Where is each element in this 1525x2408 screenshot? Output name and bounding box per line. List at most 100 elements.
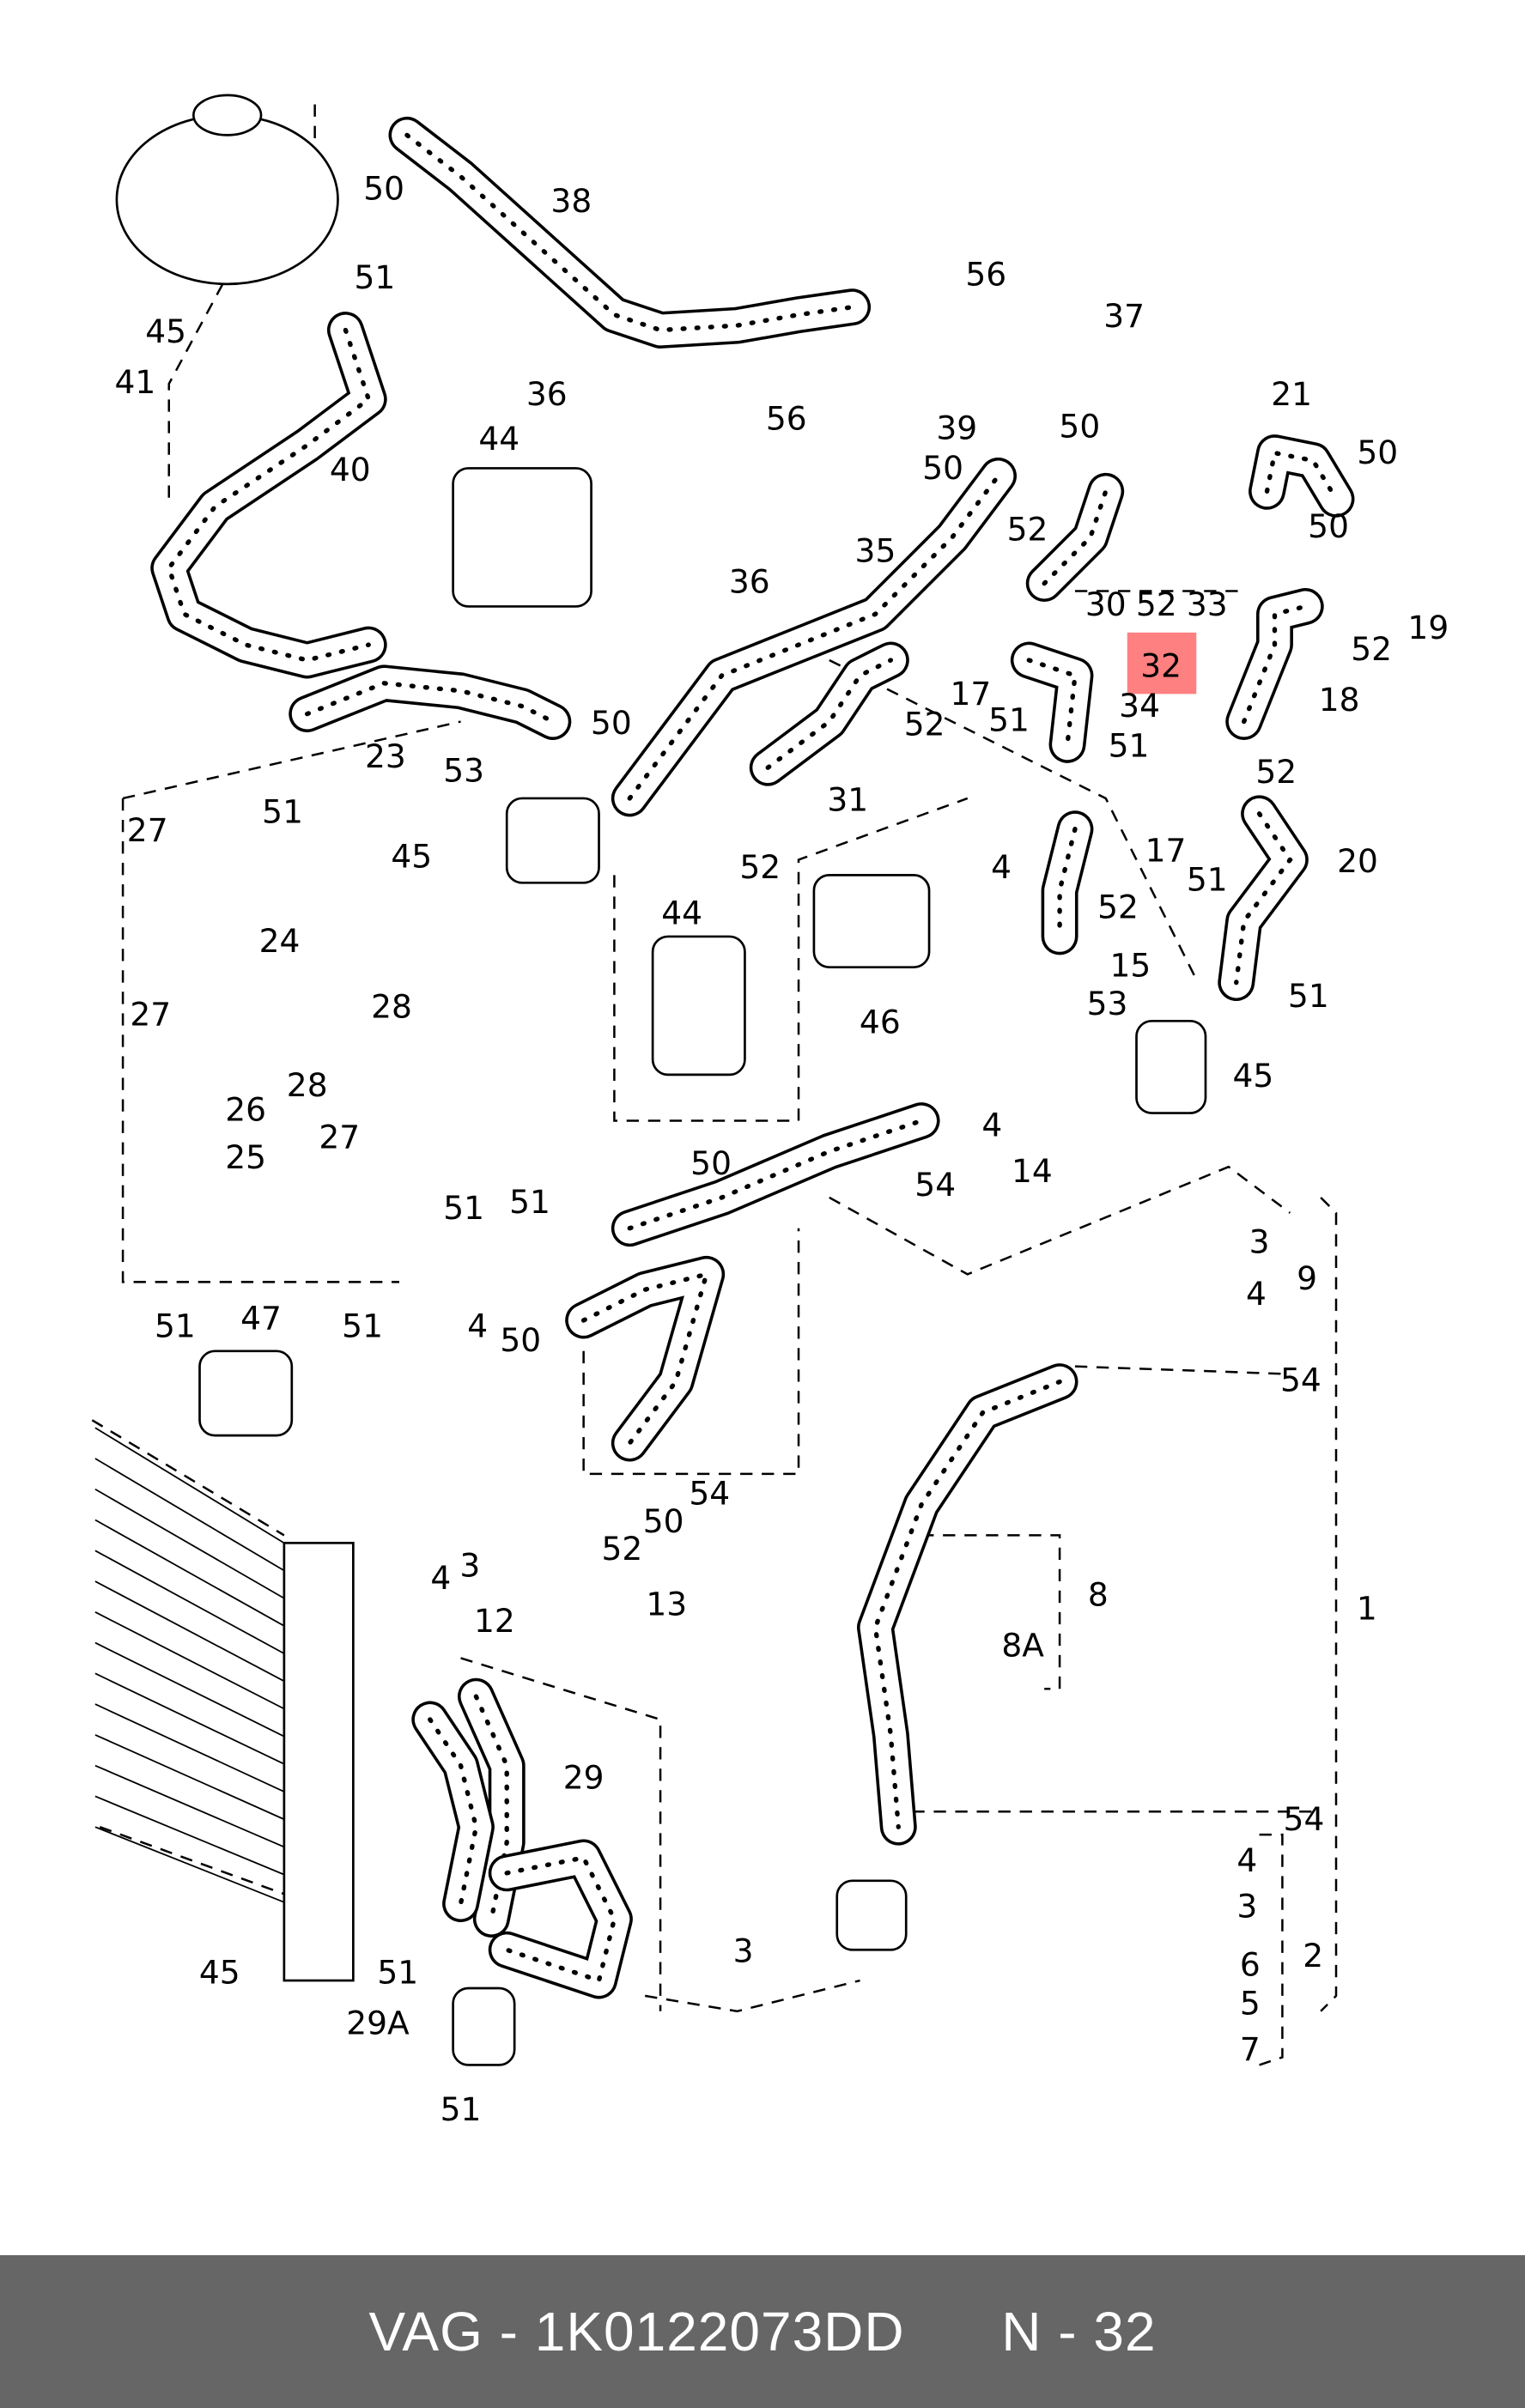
callout-4: 4 bbox=[1246, 1275, 1267, 1313]
callout-3: 3 bbox=[1236, 1888, 1257, 1926]
callout-5: 5 bbox=[1240, 1984, 1261, 2022]
callout-50: 50 bbox=[690, 1144, 732, 1182]
coolant-hose bbox=[856, 1363, 1078, 1846]
callout-4: 4 bbox=[1236, 1841, 1257, 1879]
callout-26: 26 bbox=[225, 1091, 266, 1129]
callout-27: 27 bbox=[130, 996, 171, 1034]
coolant-hose bbox=[1025, 472, 1125, 603]
callout-56: 56 bbox=[766, 400, 807, 438]
callout-27: 27 bbox=[319, 1119, 360, 1156]
callout-12: 12 bbox=[474, 1602, 515, 1640]
callout-52: 52 bbox=[739, 848, 781, 886]
separator: - bbox=[499, 2301, 519, 2363]
leader-line bbox=[644, 1979, 860, 2013]
callout-23: 23 bbox=[365, 737, 406, 775]
coolant-hose bbox=[611, 1102, 940, 1247]
coolant-hose bbox=[1225, 587, 1324, 741]
callout-14: 14 bbox=[1012, 1152, 1053, 1190]
callout-9: 9 bbox=[1297, 1259, 1317, 1297]
leader-line bbox=[122, 720, 461, 800]
callout-50: 50 bbox=[1308, 507, 1349, 545]
callout-51: 51 bbox=[262, 793, 303, 831]
position-label: N bbox=[1001, 2301, 1042, 2363]
callout-28: 28 bbox=[371, 988, 412, 1026]
coolant-hose bbox=[388, 116, 872, 349]
callout-50: 50 bbox=[922, 449, 963, 487]
callout-19: 19 bbox=[1407, 609, 1449, 646]
callout-18: 18 bbox=[1319, 681, 1360, 719]
callout-51: 51 bbox=[440, 2090, 482, 2128]
leader-line bbox=[121, 798, 400, 1283]
leader-line bbox=[1320, 1197, 1338, 2012]
leader-line bbox=[921, 1534, 1061, 1690]
callout-52: 52 bbox=[1255, 753, 1297, 791]
callout-36: 36 bbox=[729, 562, 770, 600]
callout-52: 52 bbox=[601, 1530, 642, 1568]
leader-line bbox=[1074, 1365, 1291, 1375]
callout-51: 51 bbox=[355, 258, 396, 296]
throttle-housing bbox=[651, 935, 746, 1077]
callout-47: 47 bbox=[240, 1300, 282, 1337]
callout-51: 51 bbox=[342, 1307, 383, 1345]
callout-51: 51 bbox=[377, 1954, 418, 1992]
brand-label: VAG bbox=[368, 2301, 483, 2363]
coolant-hose bbox=[749, 641, 909, 786]
callout-38: 38 bbox=[550, 182, 592, 220]
callout-54: 54 bbox=[1280, 1361, 1321, 1398]
callout-8: 8 bbox=[1088, 1576, 1109, 1614]
leader-line bbox=[1259, 1833, 1284, 2066]
leader-line bbox=[829, 658, 1200, 984]
callout-3: 3 bbox=[1249, 1222, 1270, 1260]
callout-51: 51 bbox=[155, 1307, 196, 1345]
oil-cooler-small bbox=[198, 1350, 294, 1437]
callout-52: 52 bbox=[1097, 888, 1139, 925]
callout-20: 20 bbox=[1337, 842, 1378, 880]
callout-51: 51 bbox=[1288, 977, 1329, 1015]
coolant-hose bbox=[150, 312, 387, 679]
callout-50: 50 bbox=[643, 1502, 684, 1540]
callout-52: 52 bbox=[1007, 511, 1048, 549]
pump-2 bbox=[452, 1986, 516, 2066]
callout-7: 7 bbox=[1240, 2030, 1261, 2068]
position-number: 32 bbox=[1093, 2301, 1157, 2363]
coolant-hose bbox=[289, 664, 572, 741]
callout-8a: 8A bbox=[1001, 1627, 1044, 1665]
coolant-hose bbox=[1010, 641, 1094, 763]
leader-line bbox=[91, 1419, 285, 1537]
leader-line bbox=[613, 797, 969, 1122]
callout-45: 45 bbox=[199, 1954, 240, 1992]
callout-31: 31 bbox=[827, 780, 868, 818]
part-caption-bar: VAG - 1K0122073DD N - 32 bbox=[0, 2255, 1525, 2408]
callout-4: 4 bbox=[467, 1307, 488, 1345]
coolant-hose bbox=[611, 457, 1017, 817]
callout-28: 28 bbox=[287, 1066, 328, 1104]
callout-29a: 29A bbox=[346, 2005, 410, 2042]
callout-2: 2 bbox=[1303, 1937, 1323, 1974]
callout-4: 4 bbox=[981, 1106, 1002, 1143]
callout-50: 50 bbox=[591, 704, 632, 742]
oil-cooler bbox=[812, 874, 931, 969]
coolant-hose bbox=[411, 1701, 495, 1923]
callout-37: 37 bbox=[1103, 297, 1145, 335]
callout-51: 51 bbox=[1109, 727, 1150, 765]
callout-29: 29 bbox=[563, 1758, 605, 1796]
callout-21: 21 bbox=[1271, 375, 1312, 413]
leader-line bbox=[460, 1657, 662, 2011]
callout-15: 15 bbox=[1109, 946, 1151, 984]
callout-51: 51 bbox=[988, 701, 1030, 738]
callout-33: 33 bbox=[1187, 585, 1228, 623]
callout-1: 1 bbox=[1357, 1590, 1377, 1628]
callout-45: 45 bbox=[1233, 1057, 1274, 1095]
coolant-hose bbox=[488, 1839, 633, 1999]
callout-51: 51 bbox=[509, 1183, 550, 1221]
callout-32-highlighted: 32 bbox=[1140, 647, 1182, 685]
callout-27: 27 bbox=[127, 811, 168, 849]
coolant-hose bbox=[1218, 795, 1309, 1002]
callout-39: 39 bbox=[936, 409, 977, 446]
leader-line bbox=[829, 1165, 1291, 1276]
callout-51: 51 bbox=[1187, 860, 1228, 898]
callout-3: 3 bbox=[459, 1547, 480, 1585]
thermostat-housing bbox=[1135, 1019, 1207, 1114]
callout-35: 35 bbox=[855, 532, 896, 570]
